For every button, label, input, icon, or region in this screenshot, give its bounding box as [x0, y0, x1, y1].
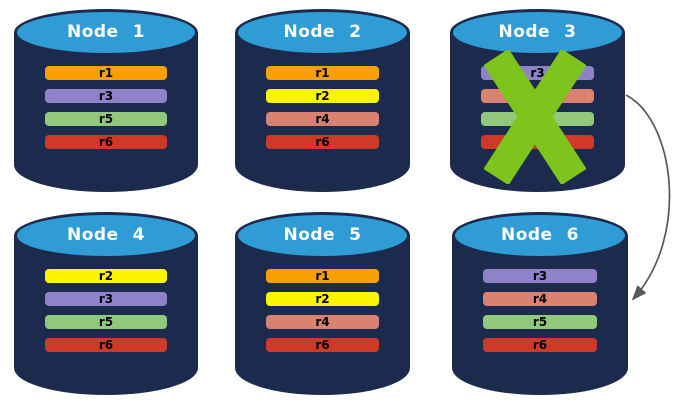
cylinder-top-ellipse — [450, 9, 625, 56]
node-title: Node 5 — [283, 225, 362, 245]
cylinder-top-ellipse — [14, 212, 198, 259]
node-cylinder-4: Node 4 r2 r3 r5 r6 — [14, 212, 198, 395]
replica-label: r2 — [315, 89, 330, 103]
node-cylinder-5: Node 5 r1 r2 r4 r6 — [235, 212, 410, 395]
cylinder-top-ellipse — [235, 9, 410, 56]
replica-label: r4 — [315, 315, 330, 329]
replica-label: r5 — [532, 315, 548, 329]
replica-bars: r2 r3 r5 r6 — [45, 269, 167, 352]
replica-label: r1 — [315, 66, 330, 80]
replica-bar: r6 — [483, 338, 597, 352]
replica-bar: r3 — [45, 292, 167, 306]
replica-bar: r6 — [45, 338, 167, 352]
replica-label: r1 — [315, 269, 330, 283]
replica-label: r2 — [315, 292, 330, 306]
replica-label: r5 — [98, 112, 114, 126]
node-title: Node 3 — [498, 22, 577, 42]
cylinder-top-ellipse — [14, 9, 198, 56]
replica-bar: r4 — [266, 112, 379, 126]
replica-bars: r1 r3 r5 r6 — [45, 66, 167, 149]
replica-bar: r4 — [483, 292, 597, 306]
replica-label: r3 — [98, 292, 114, 306]
replica-label: r3 — [530, 66, 545, 80]
node-title: Node 1 — [66, 22, 145, 42]
cylinder-top-ellipse — [452, 212, 628, 259]
replica-label: r4 — [315, 112, 330, 126]
replica-bar: r2 — [45, 269, 167, 283]
replica-bars: r1 r2 r4 r6 — [266, 269, 379, 352]
replica-bar: r1 — [266, 66, 379, 80]
replica-bar: r2 — [266, 292, 379, 306]
replica-bar: r1 — [266, 269, 379, 283]
replica-label: r6 — [315, 135, 330, 149]
failure-x-icon — [484, 50, 586, 184]
replica-label: r3 — [532, 269, 548, 283]
replica-bar: r5 — [45, 112, 167, 126]
replica-label: r2 — [98, 269, 114, 283]
replica-bar: r3 — [45, 89, 167, 103]
replica-bar: r4 — [266, 315, 379, 329]
replica-label: r6 — [315, 338, 330, 352]
node-title: Node 2 — [283, 22, 362, 42]
replica-bar: r5 — [483, 315, 597, 329]
node-title: Node 6 — [500, 225, 579, 245]
replica-label: r6 — [98, 135, 114, 149]
replica-bar: r6 — [266, 135, 379, 149]
node-cylinder-1: Node 1 r1 r3 r5 r6 — [14, 9, 198, 192]
replica-bar: r3 — [483, 269, 597, 283]
cylinder-top-ellipse — [235, 212, 410, 259]
replica-label: r6 — [98, 338, 114, 352]
replica-bar: r1 — [45, 66, 167, 80]
replica-bars: r1 r2 r4 r6 — [266, 66, 379, 149]
replica-bar: r6 — [45, 135, 167, 149]
node-cylinder-6: Node 6 r3 r4 r5 r6 — [452, 212, 628, 395]
replica-label: r5 — [98, 315, 114, 329]
replica-label: r4 — [532, 292, 548, 306]
replica-label: r1 — [98, 66, 114, 80]
replica-bar: r6 — [266, 338, 379, 352]
node-title: Node 4 — [66, 225, 145, 245]
replica-label: r6 — [532, 338, 548, 352]
replica-label: r3 — [98, 89, 114, 103]
replica-bar: r2 — [266, 89, 379, 103]
replica-bars: r3 r4 r5 r6 — [483, 269, 597, 352]
replica-bar: r5 — [45, 315, 167, 329]
node-cylinder-2: Node 2 r1 r2 r4 r6 — [235, 9, 410, 192]
